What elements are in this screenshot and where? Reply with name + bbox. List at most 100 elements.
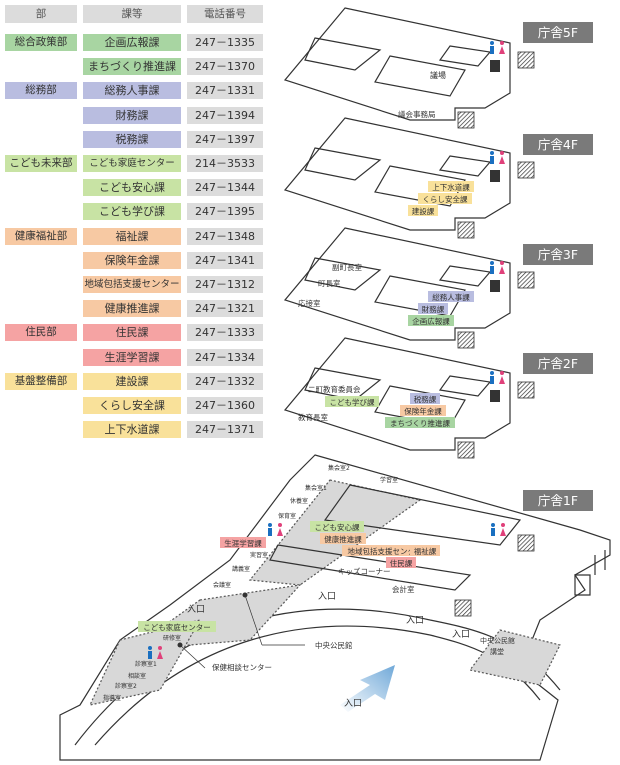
dept-cell: 住民部 [5, 324, 77, 342]
phone-cell: 247－1341 [187, 251, 263, 269]
phone-cell: 247－1360 [187, 397, 263, 414]
room-label: 集会室2 [328, 464, 350, 472]
restroom-icon [491, 523, 506, 536]
room-label: 保育室 [278, 512, 296, 520]
section-cell: 建設課 [83, 372, 181, 390]
floor-outline-f4 [283, 117, 535, 239]
svg-text:上下水道課: 上下水道課 [432, 182, 470, 192]
restroom-icon [148, 646, 163, 659]
section-cell: 生涯学習課 [83, 348, 181, 366]
room-label: 中央公民館 [315, 640, 353, 650]
section-cell: 上下水道課 [83, 421, 181, 439]
tag-tax-section: 税務課 [410, 393, 440, 404]
phone-cell: 247－1333 [187, 324, 263, 342]
tag-health: 健康推進課 [320, 533, 366, 544]
room-label: 休養室 [290, 497, 308, 505]
svg-text:くらし安全課: くらし安全課 [423, 194, 468, 204]
svg-text:企画広報課: 企画広報課 [412, 316, 450, 326]
room-label: 会計室 [392, 584, 415, 594]
svg-text:税務課: 税務課 [414, 394, 437, 404]
phone-cell: 247－1332 [187, 372, 263, 390]
leader-dot [242, 592, 248, 598]
room-label: 学習室 [380, 476, 398, 484]
room-label: 集会室1 [305, 484, 327, 492]
room-label: 会議室 [213, 581, 231, 589]
room-label: 診察室2 [115, 682, 137, 690]
room-label: 保健相談センター [212, 662, 272, 672]
svg-text:総務人事課: 総務人事課 [432, 292, 470, 302]
tag-construction-section: 建設課 [408, 205, 438, 216]
svg-text:まちづくり推進課: まちづくり推進課 [390, 418, 450, 428]
section-cell: 財務課 [83, 106, 181, 124]
phone-cell: 247－1321 [187, 300, 263, 318]
tag-safety-section: くらし安全課 [418, 193, 472, 204]
entrance-label: 入口 [344, 698, 362, 709]
phone-cell: 247－1394 [187, 106, 263, 124]
floor-badge-f3: 庁舎3F [523, 244, 593, 265]
restroom-icon [268, 523, 283, 536]
section-cell: 総務人事課 [83, 82, 181, 100]
leader-line [179, 644, 206, 669]
floor-badge-f4: 庁舎4F [523, 134, 593, 155]
room-label: 相談室 [128, 672, 146, 680]
svg-text:生涯学習課: 生涯学習課 [224, 538, 262, 548]
room-label: 実習室 [250, 551, 268, 559]
room-label: 診察室1 [135, 660, 157, 668]
phone-cell: 247－1371 [187, 421, 263, 439]
dept-cell: 総務部 [5, 82, 77, 100]
tag-general-affairs: 総務人事課 [428, 291, 474, 302]
section-cell: まちづくり推進課 [83, 58, 181, 76]
svg-text:保険年金課: 保険年金課 [404, 406, 442, 416]
svg-text:こども安心課: こども安心課 [315, 522, 360, 532]
phone-cell: 247－1348 [187, 227, 263, 245]
dept-cell: 基盤整備部 [5, 372, 77, 390]
phone-cell: 247－1334 [187, 348, 263, 366]
section-cell: くらし安全課 [83, 397, 181, 414]
tag-finance: 財務課 [418, 303, 448, 314]
restroom-icon [490, 41, 505, 54]
tag-planning: 企画広報課 [408, 315, 454, 326]
phone-cell: 247－1397 [187, 130, 263, 148]
section-cell: 福祉課 [83, 227, 181, 245]
tag-lifelong-learning: 生涯学習課 [220, 537, 266, 548]
section-cell: 地域包括支援センター [83, 276, 181, 293]
phone-cell: 247－1312 [187, 276, 263, 293]
dept-cell: こども未来部 [5, 155, 77, 172]
floor-outline-f2 [283, 337, 535, 459]
restroom-icon [490, 261, 505, 274]
section-cell: こども家庭センター [83, 155, 181, 172]
room-council-office: 議会事務局 [398, 109, 436, 119]
room-assembly-hall: 議場 [430, 70, 446, 80]
section-cell: こども安心課 [83, 179, 181, 197]
svg-text:こども学び課: こども学び課 [330, 397, 375, 407]
tag-welfare: 福祉課 [410, 545, 440, 556]
section-cell: 住民課 [83, 324, 181, 342]
floor-outline-f3 [283, 227, 535, 349]
section-cell: 健康推進課 [83, 300, 181, 318]
room-mayor: 町長室 [318, 278, 341, 288]
tag-town-planning: まちづくり推進課 [385, 417, 455, 428]
svg-text:地域包括支援センター: 地域包括支援センター [348, 546, 423, 556]
stairs-icon [517, 534, 535, 552]
section-cell: こども学び課 [83, 203, 181, 221]
entrance-label: 入口 [318, 591, 336, 602]
room-label: キッズコーナー [338, 566, 391, 576]
room-label: 講義室 [232, 565, 250, 573]
header-dept: 部 [5, 5, 77, 23]
leader-line [244, 594, 263, 646]
leader-dot [177, 642, 183, 648]
room-reception: 応接室 [298, 298, 321, 308]
stairs-icon [454, 599, 472, 617]
entrance-label: 入口 [452, 629, 470, 640]
tag-child-safety: こども安心課 [310, 521, 364, 532]
section-cell: 税務課 [83, 130, 181, 148]
room-deputy-mayor: 副町長室 [332, 262, 362, 272]
svg-text:健康推進課: 健康推進課 [324, 534, 362, 544]
tag-pension-section: 保険年金課 [400, 405, 446, 416]
phone-cell: 247－1395 [187, 203, 263, 221]
tag-family-center: こども家庭センター [138, 621, 216, 632]
header-phone: 電話番号 [187, 5, 263, 23]
entrance-label: 入口 [406, 615, 424, 626]
tag-residents: 住民課 [386, 557, 416, 568]
